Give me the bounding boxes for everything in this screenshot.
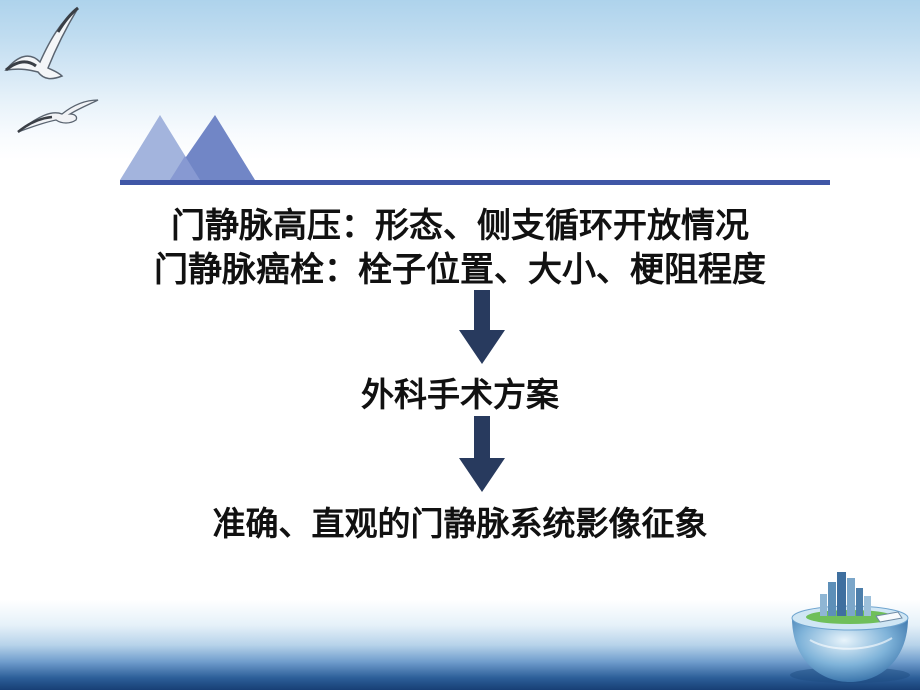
- header-rule: [120, 180, 830, 185]
- portal-hypertension-text: 门静脉高压：形态、侧支循环开放情况: [171, 206, 749, 246]
- globe-city-icon: [790, 572, 910, 683]
- seagull-icon: [4, 6, 79, 80]
- down-arrow-icon: [459, 290, 505, 364]
- triangles-decoration: [120, 115, 255, 180]
- portal-vein-thrombus-text: 门静脉癌栓：栓子位置、大小、梗阻程度: [154, 250, 766, 290]
- seagulls-decoration: [4, 6, 99, 133]
- imaging-sign-text: 准确、直观的门静脉系统影像征象: [212, 504, 708, 543]
- surgical-plan-text: 外科手术方案: [361, 375, 559, 414]
- seagull-icon: [17, 99, 99, 133]
- down-arrow-icon: [459, 416, 505, 492]
